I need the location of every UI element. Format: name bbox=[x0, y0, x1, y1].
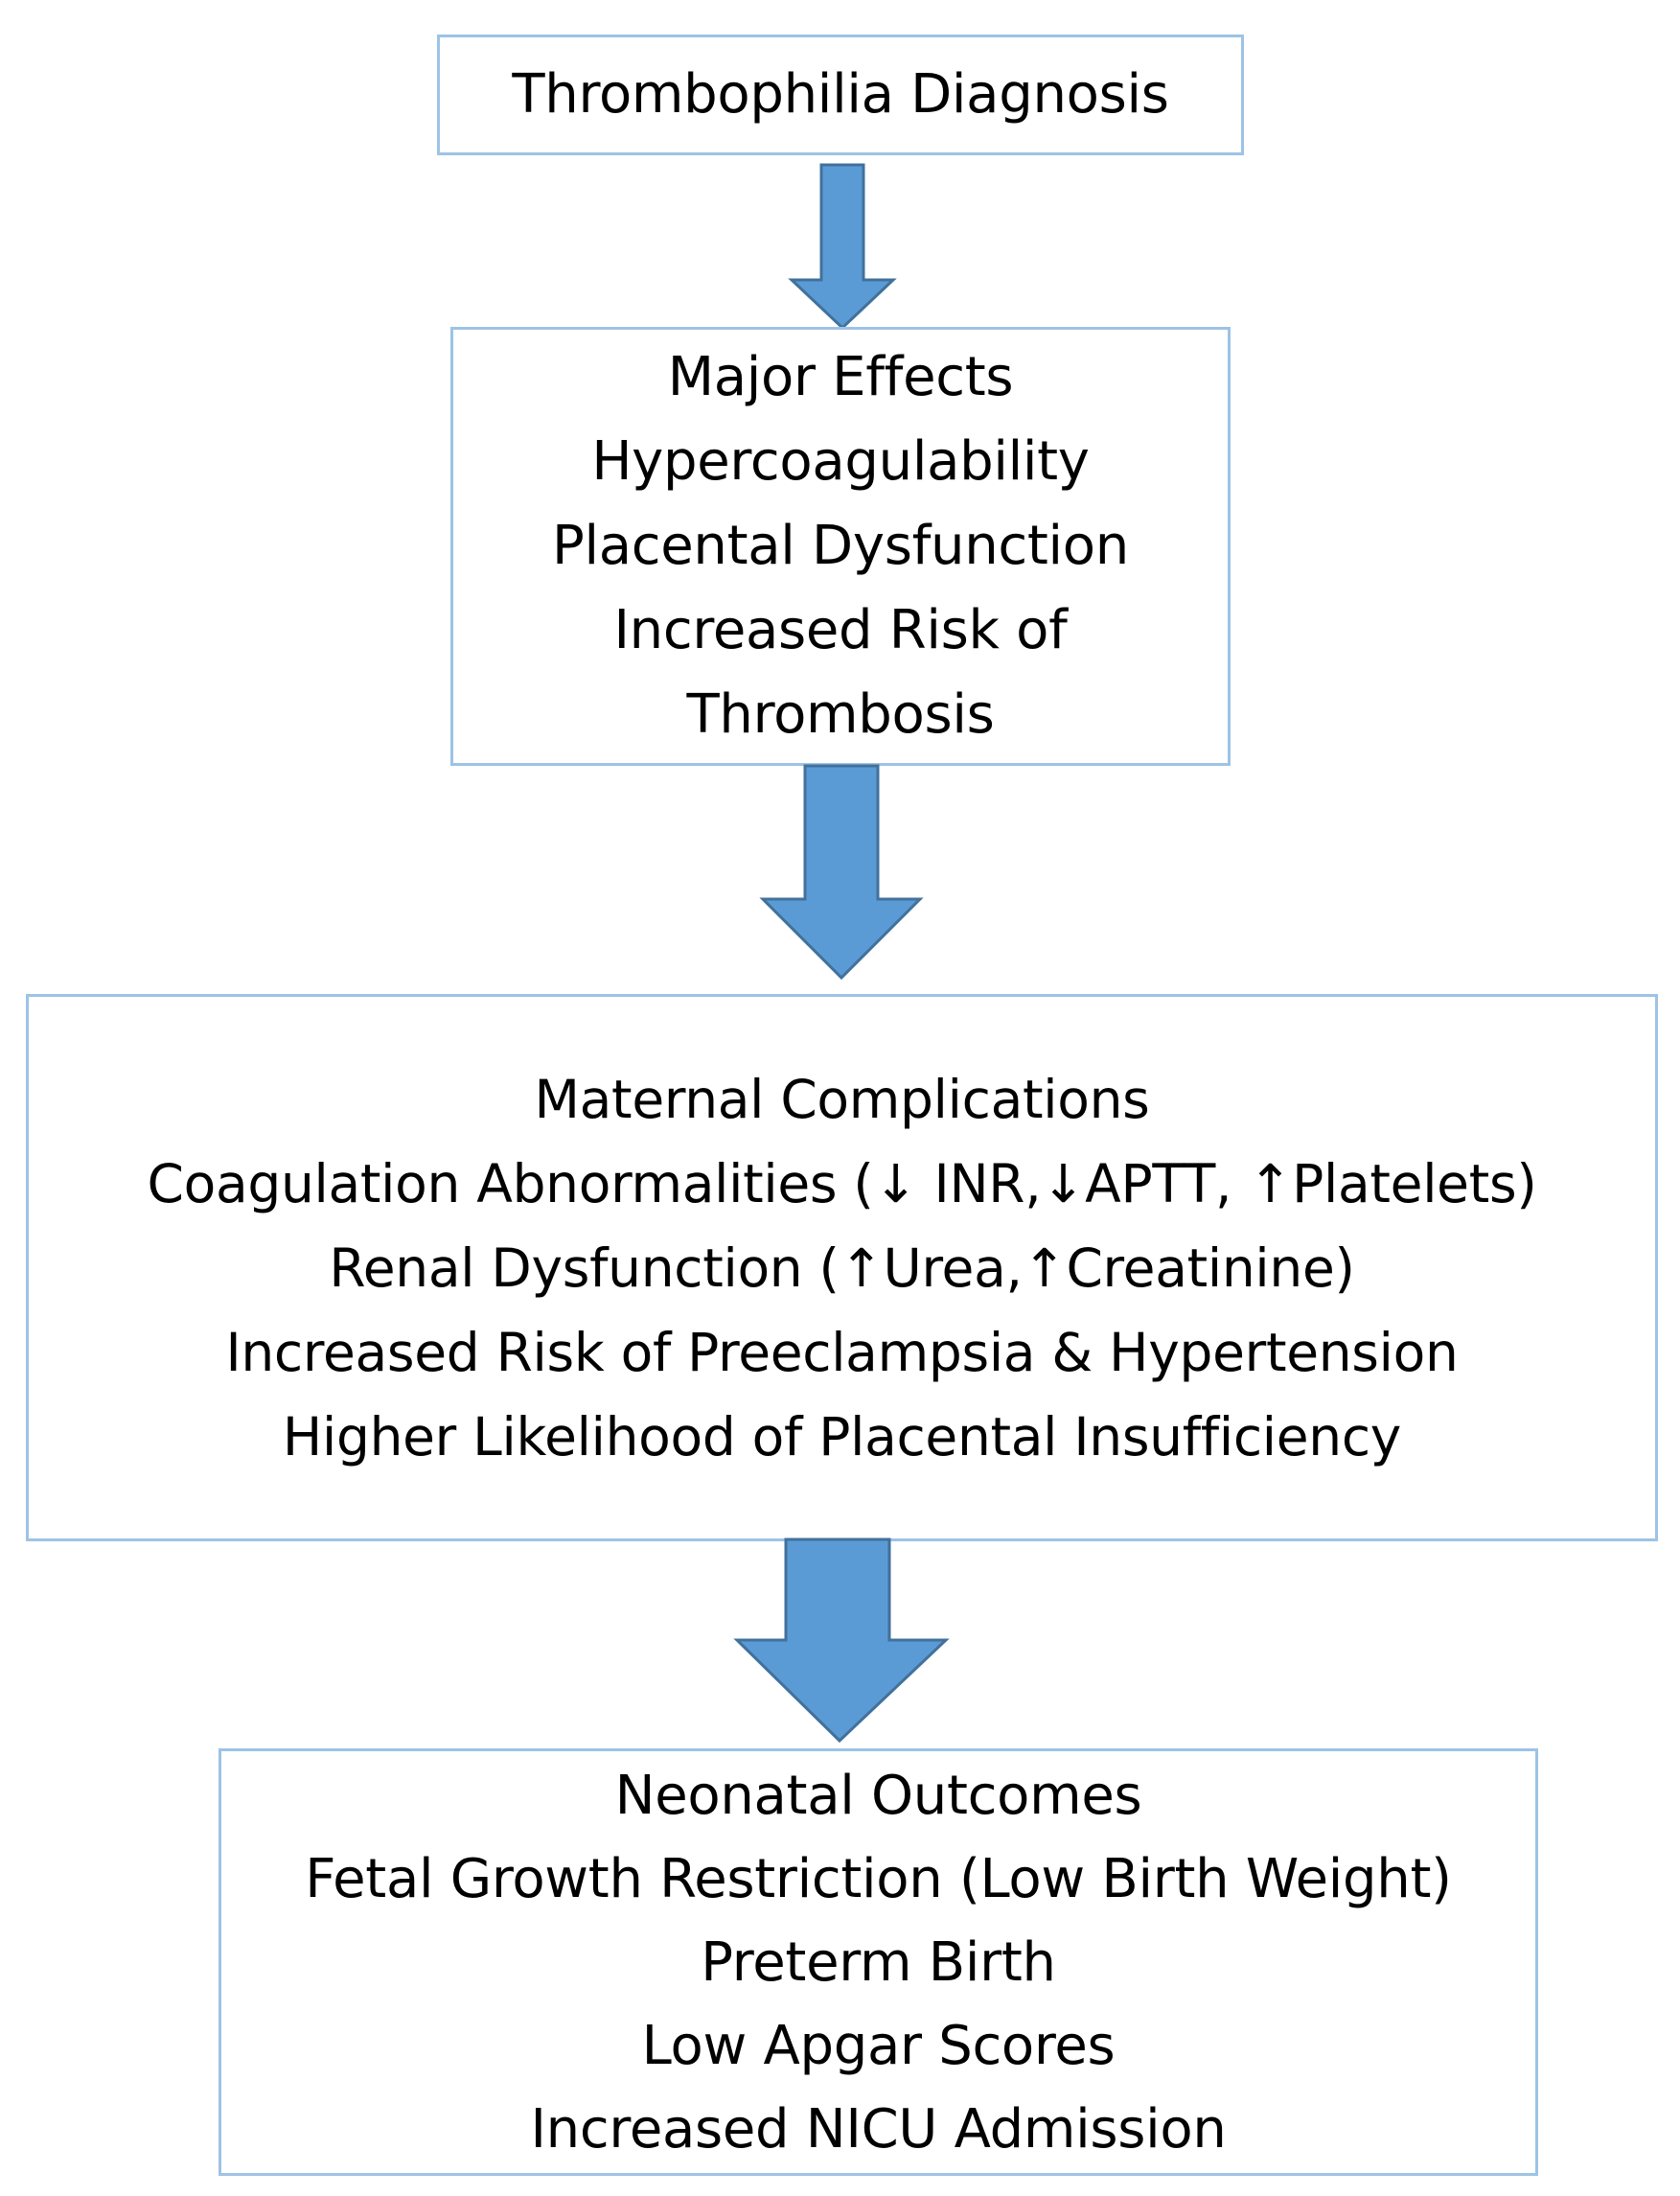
effect-item: Increased Risk of bbox=[613, 599, 1068, 661]
diagnosis-box: Thrombophilia Diagnosis bbox=[437, 35, 1244, 155]
down-arrow-icon bbox=[733, 1537, 950, 1744]
outcome-item: Preterm Birth bbox=[701, 1930, 1056, 1994]
down-arrow-icon bbox=[759, 764, 924, 981]
outcome-item: Fetal Growth Restriction (Low Birth Weig… bbox=[305, 1847, 1452, 1910]
effect-item: Thrombosis bbox=[686, 683, 995, 746]
down-arrow-icon bbox=[788, 163, 897, 331]
major-effects-title: Major Effects bbox=[667, 346, 1014, 408]
complication-item: Renal Dysfunction (↑Urea,↑Creatinine) bbox=[329, 1237, 1355, 1299]
maternal-complications-title: Maternal Complications bbox=[534, 1068, 1150, 1130]
outcome-item: Increased NICU Admission bbox=[530, 2097, 1227, 2161]
major-effects-box: Major Effects Hypercoagulability Placent… bbox=[450, 327, 1231, 766]
complication-item: Increased Risk of Preeclampsia & Hyperte… bbox=[225, 1321, 1459, 1383]
effect-item: Placental Dysfunction bbox=[552, 515, 1129, 577]
complication-item: Higher Likelihood of Placental Insuffici… bbox=[282, 1405, 1402, 1468]
neonatal-outcomes-title: Neonatal Outcomes bbox=[614, 1764, 1142, 1827]
neonatal-outcomes-box: Neonatal Outcomes Fetal Growth Restricti… bbox=[219, 1748, 1538, 2176]
effect-item: Hypercoagulability bbox=[591, 430, 1090, 493]
maternal-complications-box: Maternal Complications Coagulation Abnor… bbox=[26, 994, 1658, 1541]
outcome-item: Low Apgar Scores bbox=[641, 2014, 1116, 2077]
diagnosis-title: Thrombophilia Diagnosis bbox=[512, 63, 1169, 126]
complication-item: Coagulation Abnormalities (↓ INR,↓APTT, … bbox=[147, 1152, 1537, 1214]
